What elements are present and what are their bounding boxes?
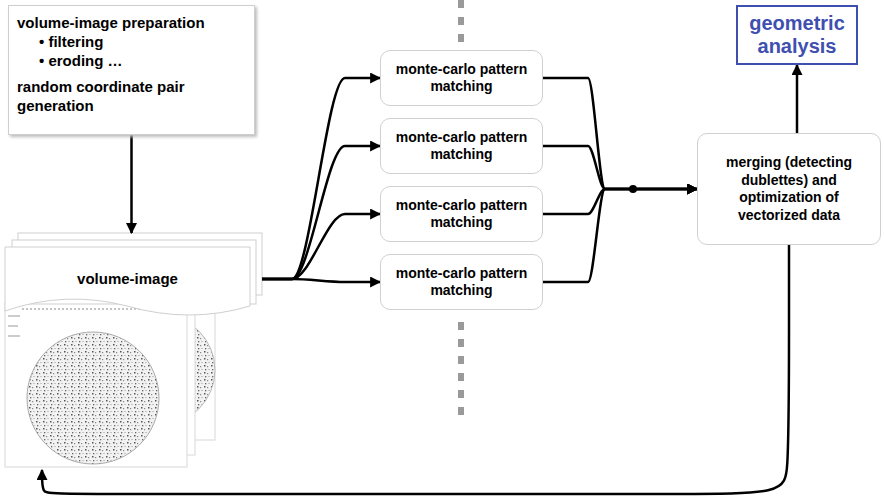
image-stack [5, 292, 215, 467]
node-label: random coordinate pair generation [17, 78, 246, 116]
node-label: monte-carlo pattern matching [389, 265, 534, 300]
flow-arrow [262, 279, 380, 282]
sample-slice [27, 332, 159, 464]
flow-arrow [543, 78, 697, 189]
node-label: monte-carlo pattern matching [389, 129, 534, 164]
flow-arrow [543, 189, 697, 214]
flow-arrow [543, 146, 697, 189]
flow-arrow [42, 245, 789, 494]
flow-arrow [796, 65, 799, 133]
image-frame [5, 303, 187, 467]
node-label: merging (detecting dublettes) and optimi… [706, 154, 872, 224]
page [5, 247, 250, 315]
flow-arrow [262, 78, 380, 279]
process-box: volume-image preparation• filtering• ero… [8, 5, 255, 135]
node-label: monte-carlo pattern matching [389, 61, 534, 96]
flow-arrow [130, 135, 133, 233]
node-label: volume-image [77, 270, 178, 289]
process-box: monte-carlo pattern matching [380, 186, 543, 242]
process-box: monte-carlo pattern matching [380, 254, 543, 310]
flow-arrow [543, 189, 697, 282]
tick [8, 326, 18, 327]
node-label: monte-carlo pattern matching [389, 197, 534, 232]
process-box: merging (detecting dublettes) and optimi… [697, 133, 881, 245]
volume-stack: volume-image [5, 233, 262, 470]
process-box: monte-carlo pattern matching [380, 118, 543, 174]
flow-arrow [262, 146, 380, 279]
flow-arrow [262, 214, 380, 279]
node-label: volume-image preparation [17, 14, 246, 33]
tick [8, 316, 20, 317]
dashed-continuation [458, 322, 464, 420]
tick [8, 336, 20, 337]
node-label: • eroding … [17, 52, 246, 71]
node-label: geometric analysis [744, 12, 850, 58]
dashed-continuation [458, 0, 464, 44]
result-box: geometric analysis [736, 5, 858, 65]
process-box: monte-carlo pattern matching [380, 50, 543, 106]
node-label: • filtering [17, 33, 246, 52]
page-stack [5, 233, 262, 315]
